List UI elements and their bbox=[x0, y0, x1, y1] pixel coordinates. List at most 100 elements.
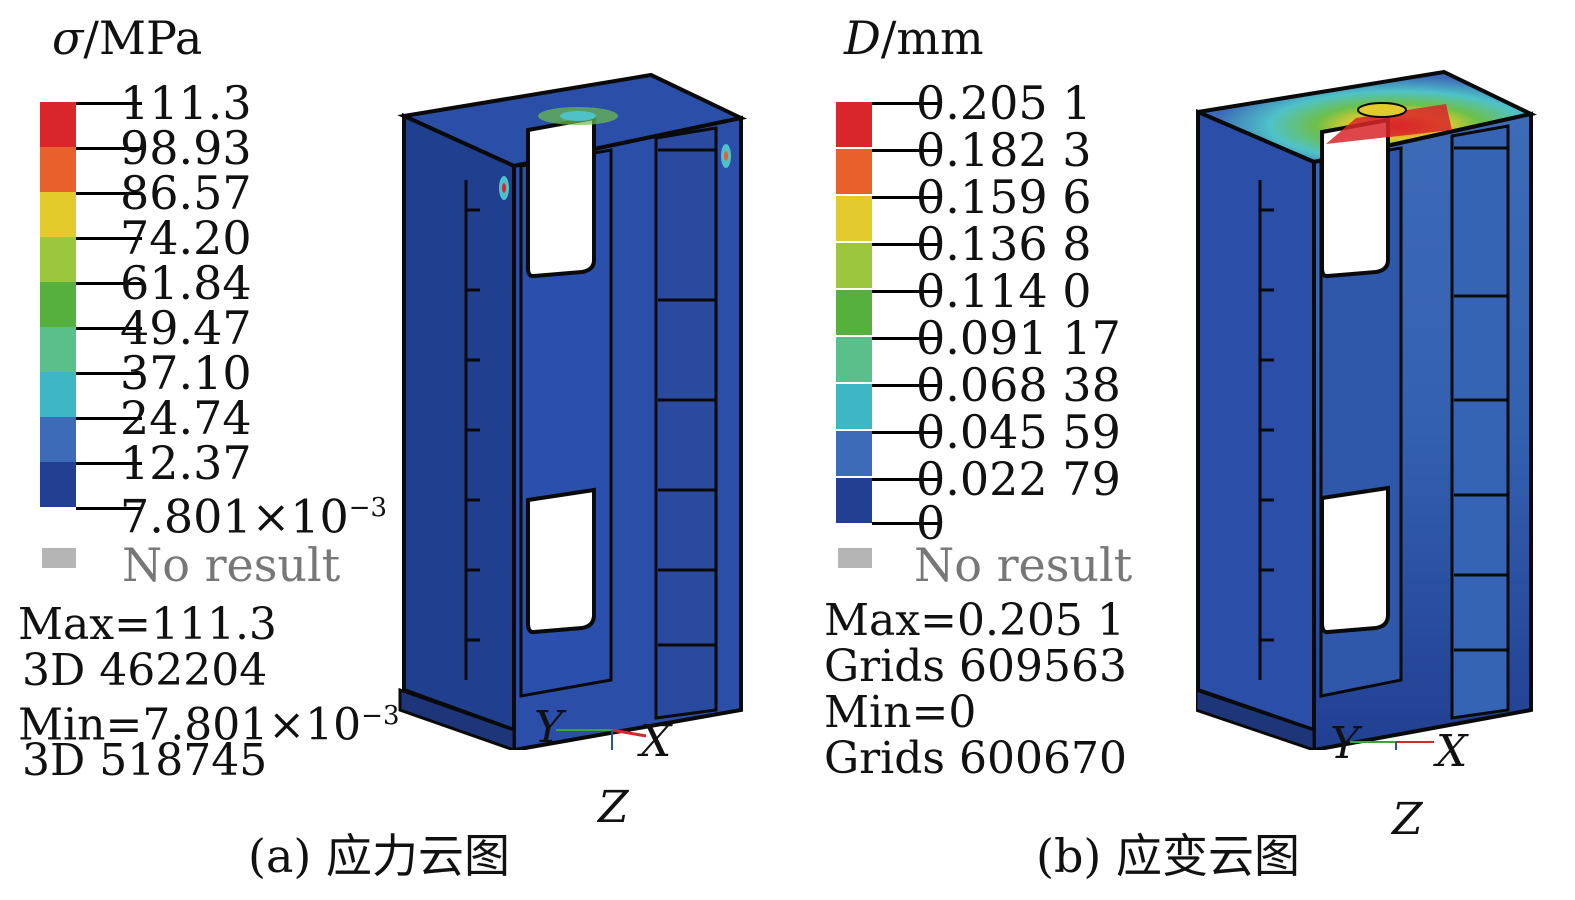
model-window-lower bbox=[526, 487, 596, 635]
legend-tick bbox=[872, 102, 938, 105]
model-right-ribs bbox=[1454, 146, 1508, 652]
stress-min: Min=7.801×10−3 bbox=[18, 699, 400, 751]
legend-tick bbox=[872, 384, 938, 387]
legend-label: 0.091 17 bbox=[916, 311, 1121, 365]
stress-max: Max=111.3 bbox=[18, 599, 277, 650]
legend-tick bbox=[76, 282, 142, 285]
legend-label: 61.84 bbox=[120, 256, 252, 310]
legend-swatch-2 bbox=[836, 149, 872, 194]
strain-model-render bbox=[1196, 70, 1538, 750]
axis-y-label: Y bbox=[1330, 718, 1360, 769]
legend-label: 86.57 bbox=[120, 166, 252, 220]
legend-tick bbox=[872, 290, 938, 293]
legend-tick bbox=[872, 337, 938, 340]
legend-swatch-5 bbox=[836, 290, 872, 335]
strain-max: Max=0.205 1 bbox=[824, 595, 1125, 646]
axis-x-label: X bbox=[1436, 726, 1468, 777]
legend-tick bbox=[76, 462, 142, 465]
legend-tick bbox=[76, 237, 142, 240]
stress-panel: σ/MPa 111.3 98.93 86.57 74.20 61.84 49.4… bbox=[18, 11, 748, 883]
legend-label: 0.205 1 bbox=[916, 76, 1092, 130]
legend-label: 0.159 6 bbox=[916, 170, 1092, 224]
legend-tick bbox=[872, 243, 938, 246]
legend-label: 24.74 bbox=[120, 391, 252, 445]
axis-x-line bbox=[611, 728, 647, 738]
stress-model-render bbox=[397, 72, 748, 750]
legend-tick bbox=[76, 327, 142, 330]
model-window-upper bbox=[526, 115, 596, 279]
legend-label: 0.136 8 bbox=[916, 217, 1092, 271]
strain-panel: D/mm 0.205 1 0.182 3 0.159 6 0.136 8 0.1… bbox=[790, 0, 1575, 900]
legend-swatch-7 bbox=[836, 384, 872, 429]
model-max-zone bbox=[1326, 104, 1452, 144]
axis-z-label: Z bbox=[598, 782, 629, 833]
legend-label: 37.10 bbox=[120, 346, 252, 400]
legend-tick bbox=[872, 478, 938, 481]
legend-swatch-7 bbox=[40, 372, 76, 417]
model-base-flange bbox=[398, 687, 516, 750]
model-hotspot-left-core bbox=[502, 183, 506, 193]
strain-min-node: Grids 600670 bbox=[824, 733, 1127, 784]
caption-strain: (b) 应变云图 bbox=[1036, 829, 1300, 883]
legend-swatch-9 bbox=[836, 478, 872, 523]
legend-label: 111.3 bbox=[120, 76, 252, 130]
stress-unit-title: σ/MPa bbox=[52, 11, 203, 65]
model-left-ribs bbox=[464, 180, 480, 680]
caption-stress: (a) 应力云图 bbox=[248, 829, 510, 883]
legend-tick bbox=[76, 192, 142, 195]
model-right-ribs bbox=[658, 148, 716, 647]
legend-swatch-2 bbox=[40, 147, 76, 192]
model-hotspot-right-core bbox=[724, 151, 728, 161]
strain-unit-title: D/mm bbox=[844, 11, 984, 65]
legend-tick bbox=[872, 522, 938, 525]
legend-tick bbox=[76, 417, 142, 420]
legend-swatch-8 bbox=[40, 417, 76, 462]
legend-tick bbox=[76, 372, 142, 375]
stress-min-node: 3D 518745 bbox=[22, 735, 268, 786]
axis-x-label: X bbox=[640, 716, 672, 767]
legend-label: 0.022 79 bbox=[916, 452, 1121, 506]
model-top-hole bbox=[1357, 102, 1407, 118]
legend-swatch-4 bbox=[836, 243, 872, 288]
model-window-upper bbox=[1320, 117, 1390, 279]
legend-label: 74.20 bbox=[120, 211, 252, 265]
legend-swatch-9 bbox=[40, 462, 76, 507]
axis-z-label: Z bbox=[1392, 794, 1423, 845]
legend-swatch-3 bbox=[40, 192, 76, 237]
legend-swatch-5 bbox=[40, 282, 76, 327]
model-left-wall bbox=[1196, 108, 1316, 733]
model-base-flange bbox=[1196, 688, 1316, 750]
model-left-ribs bbox=[1258, 180, 1274, 680]
legend-label: 98.93 bbox=[120, 121, 252, 175]
model-window-lower bbox=[1320, 485, 1390, 635]
strain-max-node: Grids 609563 bbox=[824, 641, 1127, 692]
legend-swatch-1 bbox=[40, 102, 76, 147]
no-result-label: No result bbox=[914, 538, 1133, 592]
axis-y-label: Y bbox=[534, 702, 564, 753]
model-right-flange bbox=[1450, 124, 1510, 720]
legend-swatch-4 bbox=[40, 237, 76, 282]
no-result-label: No result bbox=[122, 538, 341, 592]
legend-label: 12.37 bbox=[120, 436, 252, 490]
model-right-flange bbox=[654, 126, 718, 720]
legend-min-label: 7.801×10−3 bbox=[120, 489, 388, 544]
legend-swatch-1 bbox=[836, 102, 872, 147]
legend-swatch-6 bbox=[836, 337, 872, 382]
legend-label: 49.47 bbox=[120, 301, 252, 355]
legend-tick bbox=[872, 431, 938, 434]
strain-min: Min=0 bbox=[824, 687, 977, 738]
model-hotspot-top-core bbox=[560, 111, 596, 121]
legend-swatch-8 bbox=[836, 431, 872, 476]
legend-swatch-3 bbox=[836, 196, 872, 241]
legend-label: 0.114 0 bbox=[916, 264, 1092, 318]
model-left-wall bbox=[402, 112, 516, 733]
legend-label: 0.182 3 bbox=[916, 123, 1092, 177]
stress-max-node: 3D 462204 bbox=[22, 645, 268, 696]
legend-swatch-6 bbox=[40, 327, 76, 372]
legend-tick bbox=[872, 149, 938, 152]
legend-tick bbox=[76, 147, 142, 150]
legend-label: 0 bbox=[916, 496, 946, 550]
legend-tick bbox=[76, 507, 142, 510]
legend-tick bbox=[872, 196, 938, 199]
legend-label: 0.068 38 bbox=[916, 358, 1121, 412]
